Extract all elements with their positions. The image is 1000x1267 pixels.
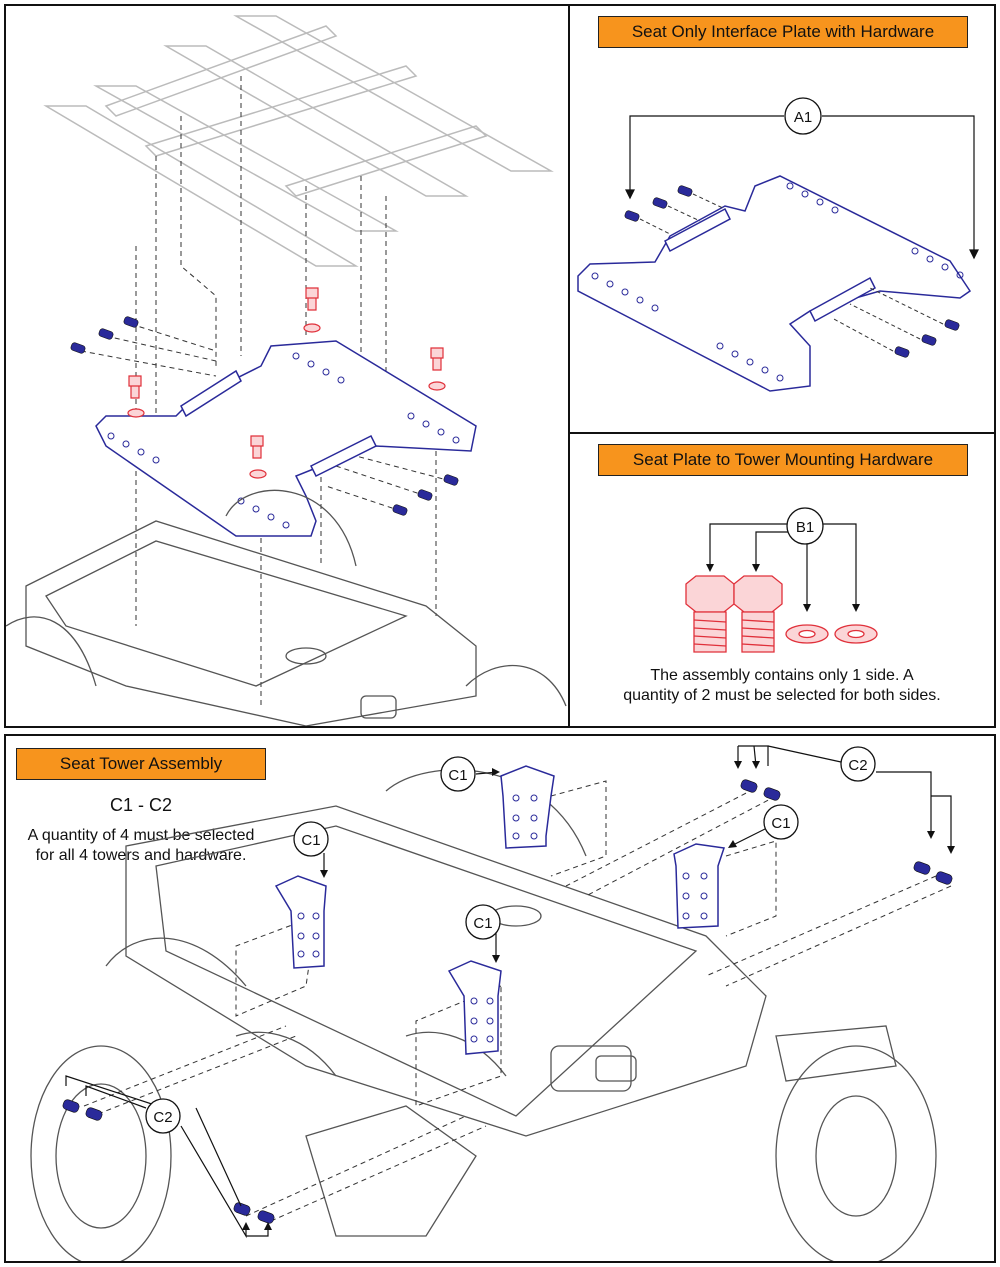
svg-text:C1: C1: [448, 767, 467, 784]
c1-arrowheads: [320, 768, 737, 963]
red-bolts: [127, 287, 446, 479]
callout-b1-arrowheads: [706, 564, 860, 612]
callout-a1-leaders: [625, 115, 979, 260]
mounting-hardware-title: Seat Plate to Tower Mounting Hardware: [598, 444, 968, 476]
mounting-note-line2: quantity of 2 must be selected for both …: [623, 687, 941, 704]
plate-outline: [577, 175, 972, 392]
callout-a1-label: A1: [794, 109, 812, 126]
c2-callout-2: C2: [145, 1098, 181, 1134]
interface-plate-drawing: A1: [577, 97, 979, 392]
seat-tower-note: A quantity of 4 must be selected for all…: [16, 826, 266, 866]
power-base: [5, 489, 567, 727]
tower-brackets: [274, 765, 725, 1055]
mounting-hardware-panel: Seat Plate to Tower Mounting Hardware B1: [568, 432, 996, 728]
seat-tower-drawing: C1 C1 C1 C1 C2: [30, 745, 955, 1261]
mounting-hardware-drawing: B1: [685, 507, 878, 653]
exploded-view-drawing: [5, 15, 567, 727]
tower-note-line2: for all 4 towers and hardware.: [35, 847, 247, 864]
exploded-view-panel: [4, 4, 570, 728]
c1-callout-4: C1: [465, 904, 501, 940]
screws-a1: [624, 185, 960, 358]
c2-callout-1: C2: [840, 746, 876, 782]
seat-tower-title: Seat Tower Assembly: [16, 748, 266, 780]
dashes-a1: [639, 193, 944, 352]
c2-arrowheads: [242, 761, 955, 1230]
tower-power-base: [30, 769, 937, 1261]
red-washers: [785, 624, 878, 644]
seat-tower-panel: Seat Tower Assembly C1 - C2 A quantity o…: [4, 734, 996, 1263]
callout-a1-circle: [784, 97, 822, 135]
svg-text:C1: C1: [771, 815, 790, 832]
blue-screws: [70, 316, 459, 516]
red-hex-bolts: [685, 575, 783, 653]
mounting-note-line1: The assembly contains only 1 side. A: [650, 667, 914, 684]
interface-plate-panel: Seat Only Interface Plate with Hardware …: [568, 4, 996, 434]
svg-text:C1: C1: [301, 832, 320, 849]
interface-plate: [95, 340, 477, 537]
callout-b1-label: B1: [796, 519, 814, 536]
c1-callout-2: C1: [763, 804, 799, 840]
c1-callout-1: C1: [440, 756, 476, 792]
plate-holes: [107, 352, 460, 529]
svg-text:C2: C2: [848, 757, 867, 774]
tower-holes: [297, 794, 708, 1043]
interface-plate-title: Seat Only Interface Plate with Hardware: [598, 16, 968, 48]
c2-leaders: [65, 745, 952, 1239]
callout-b1-circle: [786, 507, 824, 545]
plate-holes-a1: [591, 182, 964, 382]
tower-screws: [62, 779, 953, 1224]
tower-note-line1: A quantity of 4 must be selected: [27, 827, 255, 844]
mounting-hardware-note: The assembly contains only 1 side. A qua…: [580, 666, 984, 706]
svg-text:C1: C1: [473, 915, 492, 932]
seat-tower-range: C1 - C2: [109, 795, 172, 815]
c1-callout-3: C1: [293, 821, 329, 857]
svg-text:C2: C2: [153, 1109, 172, 1126]
seat-frame: [43, 15, 554, 267]
